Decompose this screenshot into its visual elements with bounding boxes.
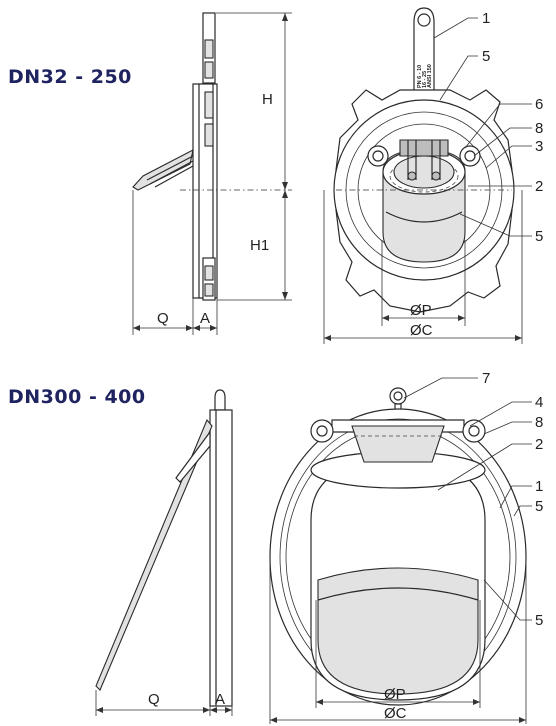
top-side-view: H H1 Q A bbox=[132, 12, 292, 335]
lug-text-1: PN 6 - 10 bbox=[417, 65, 423, 88]
bottom-front-view: 7 4 8 2 1 5 5 ØP ØC bbox=[269, 370, 543, 724]
callout-4: 4 bbox=[535, 394, 543, 411]
lug-text-2: 16 - 25 bbox=[422, 71, 428, 88]
callout-2: 2 bbox=[535, 178, 543, 195]
dim-a-label-bottom: A bbox=[215, 691, 225, 708]
dim-p-label: ØP bbox=[410, 302, 432, 319]
heading-dn300-400: DN300 - 400 bbox=[8, 386, 146, 408]
callout-1: 1 bbox=[482, 10, 490, 27]
lug-text-3: ANSI 150 bbox=[427, 64, 433, 88]
callout-8-bottom: 8 bbox=[535, 414, 543, 431]
callout-8: 8 bbox=[535, 120, 543, 137]
callout-6: 6 bbox=[535, 96, 543, 113]
bottom-side-view: Q A bbox=[95, 389, 233, 716]
callout-5-bottom: 5 bbox=[535, 498, 543, 515]
callout-5b: 5 bbox=[535, 228, 543, 245]
dim-q-label: Q bbox=[157, 310, 169, 327]
dim-c-label: ØC bbox=[410, 322, 433, 339]
dim-h1-label: H1 bbox=[250, 237, 269, 254]
dim-a-label: A bbox=[200, 310, 210, 327]
dim-p-label-bottom: ØP bbox=[384, 686, 406, 703]
dim-c-label-bottom: ØC bbox=[384, 705, 407, 722]
callout-1-bottom: 1 bbox=[535, 478, 543, 495]
callout-7: 7 bbox=[482, 370, 490, 387]
dim-q-label-bottom: Q bbox=[148, 691, 160, 708]
dim-h-label: H bbox=[262, 91, 273, 108]
top-front-view: PN 6 - 10 16 - 25 ANSI 150 1 bbox=[323, 7, 543, 344]
callout-5b-bottom: 5 bbox=[535, 612, 543, 629]
heading-dn32-250: DN32 - 250 bbox=[8, 66, 132, 88]
callout-2-bottom: 2 bbox=[535, 436, 543, 453]
callout-5: 5 bbox=[482, 48, 490, 65]
callout-3: 3 bbox=[535, 138, 543, 155]
